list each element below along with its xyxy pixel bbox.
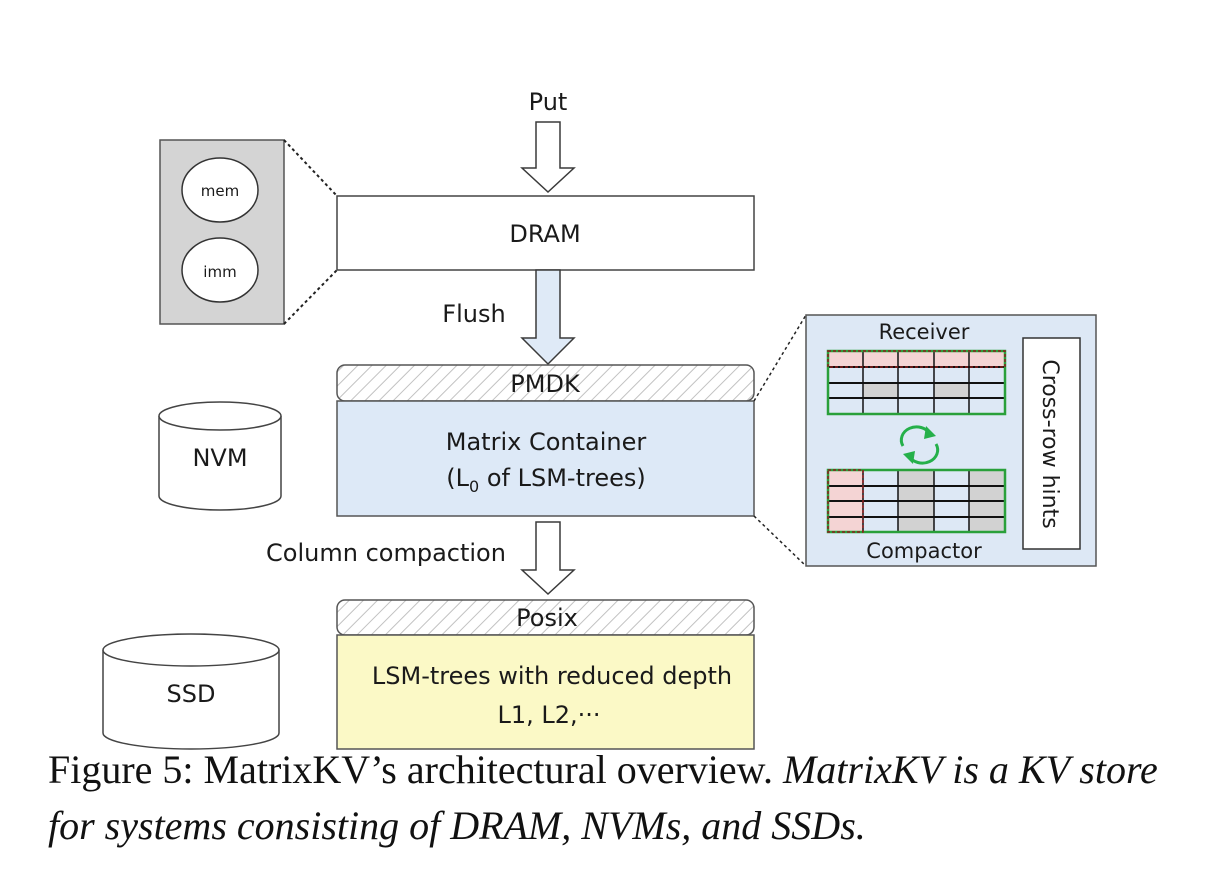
cross-row-hints-label: Cross-row hints xyxy=(1037,359,1062,528)
ssd-cylinder xyxy=(102,633,280,750)
panel-zoom-line-bottom xyxy=(753,515,807,567)
cycle-arrowhead-bottom xyxy=(903,451,915,464)
imm-memtable xyxy=(181,237,259,303)
nvm-cylinder xyxy=(158,401,282,511)
column-compaction-arrow xyxy=(520,521,576,596)
mem-memtable xyxy=(181,157,259,223)
ssd-label: SSD xyxy=(167,680,216,708)
put-arrow xyxy=(520,121,576,194)
flush-label: Flush xyxy=(442,300,505,328)
compactor-grid xyxy=(826,468,1007,534)
caption-prefix: Figure 5: MatrixKV’s architectural overv… xyxy=(48,747,773,792)
receiver-grid xyxy=(826,349,1007,416)
mem-label: mem xyxy=(201,182,239,200)
nvm-label: NVM xyxy=(192,444,247,472)
matrix-container-label: Matrix Container xyxy=(446,428,647,456)
caption-italic: MatrixKV is a KV store for systems consi… xyxy=(48,747,1158,848)
lsm-trees-label: LSM-trees with reduced depth xyxy=(372,662,732,690)
posix-label: Posix xyxy=(516,604,578,632)
receiver-label: Receiver xyxy=(879,320,970,344)
column-compaction-label: Column compaction xyxy=(266,539,506,567)
levels-label: L1, L2,··· xyxy=(497,701,600,729)
zoom-line-bottom xyxy=(283,269,338,325)
dram-label: DRAM xyxy=(509,220,580,248)
panel-zoom-line-top xyxy=(753,314,807,402)
dram-box xyxy=(336,195,755,271)
lsm-trees-box xyxy=(336,634,755,750)
put-label: Put xyxy=(529,88,568,116)
figure-caption: Figure 5: MatrixKV’s architectural overv… xyxy=(48,742,1188,854)
cycle-arrowhead-top xyxy=(924,426,936,439)
imm-label: imm xyxy=(203,263,236,281)
zoom-line-top xyxy=(283,139,338,197)
flush-arrow xyxy=(520,269,576,366)
pmdk-label: PMDK xyxy=(510,370,581,398)
l0-label: (L0 of LSM-trees) xyxy=(446,464,645,496)
matrix-container-box xyxy=(336,400,755,517)
cross-row-hints-box xyxy=(1022,337,1081,550)
compactor-label: Compactor xyxy=(866,539,982,563)
